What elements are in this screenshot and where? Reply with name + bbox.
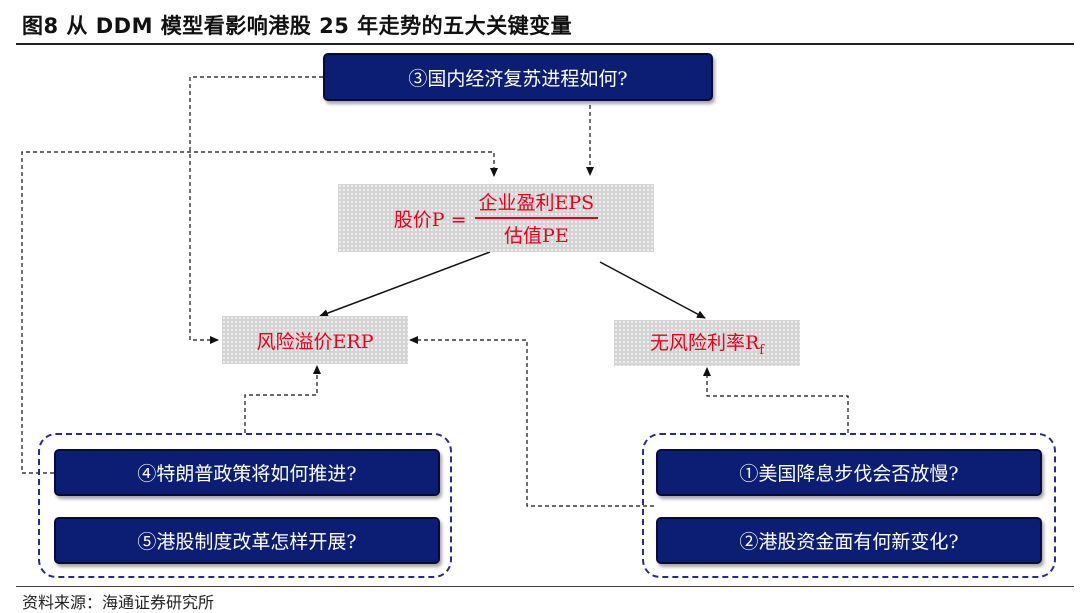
formula-denominator: 估值PE [504, 225, 569, 247]
question-box-us-rate-cut: ①美国降息步伐会否放慢? [656, 449, 1042, 496]
q4-to-formula-connector [21, 151, 498, 474]
formula-to-rf-arrow [599, 261, 706, 319]
formula-box: 股价P = 企业盈利EPS 估值PE [338, 184, 654, 252]
erp-node: 风险溢价ERP [222, 316, 408, 364]
figure-title: 图8 从 DDM 模型看影响港股 25 年走势的五大关键变量 [22, 14, 573, 38]
ddm-formula: 股价P = 企业盈利EPS 估值PE [393, 188, 599, 248]
right-question-group [642, 433, 1056, 578]
question-label: ③国内经济复苏进程如何? [408, 67, 628, 90]
formula-lhs: 股价P = [393, 208, 467, 231]
rf-label: 无风险利率Rf [650, 328, 764, 358]
formula-fraction: 企业盈利EPS 估值PE [474, 188, 599, 248]
left-question-group [38, 433, 452, 578]
rf-label-main: 无风险利率R [649, 332, 760, 355]
question-box-trump-policy: ④特朗普政策将如何推进? [54, 449, 440, 496]
question-label: ②港股资金面有何新变化? [739, 531, 959, 553]
title-divider [16, 43, 1074, 45]
right-group-to-rf-connector [703, 367, 849, 433]
question-box-domestic-recovery: ③国内经济复苏进程如何? [323, 53, 713, 101]
question-label: ①美国降息步伐会否放慢? [739, 463, 959, 485]
figure-title-bar: 图8 从 DDM 模型看影响港股 25 年走势的五大关键变量 [0, 0, 1080, 45]
formula-to-erp-arrow [319, 251, 491, 317]
left-group-to-erp-connector [244, 365, 321, 433]
rf-node: 无风险利率Rf [614, 320, 800, 366]
erp-label: 风险溢价ERP [256, 330, 374, 353]
question-label: ⑤港股制度改革怎样开展? [137, 531, 357, 553]
q3-to-erp-connector [189, 76, 323, 344]
formula-numerator: 企业盈利EPS [474, 188, 599, 219]
source-divider [16, 586, 1074, 587]
rf-label-sub: f [759, 342, 765, 358]
right-group-to-erp-connector [409, 336, 654, 507]
question-label: ④特朗普政策将如何推进? [137, 463, 357, 485]
question-box-hk-capital-flow: ②港股资金面有何新变化? [656, 517, 1042, 564]
question-box-hk-reform: ⑤港股制度改革怎样开展? [54, 517, 440, 564]
source-note: 资料来源：海通证券研究所 [22, 593, 215, 612]
